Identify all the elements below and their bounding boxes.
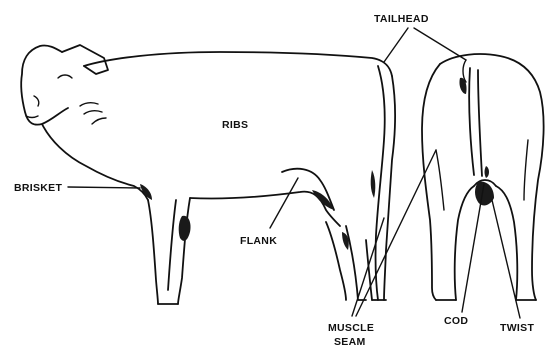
rear-view-steer (422, 54, 544, 300)
label-muscle: MUSCLE (328, 322, 374, 334)
label-twist: TWIST (500, 322, 534, 334)
label-brisket: BRISKET (14, 182, 62, 194)
label-cod: COD (444, 315, 468, 327)
label-flank: FLANK (240, 235, 277, 247)
label-tailhead: TAILHEAD (374, 13, 429, 25)
label-seam: SEAM (334, 336, 366, 348)
label-ribs: RIBS (222, 119, 248, 131)
side-view-steer (21, 45, 395, 304)
leader-lines (68, 28, 520, 318)
